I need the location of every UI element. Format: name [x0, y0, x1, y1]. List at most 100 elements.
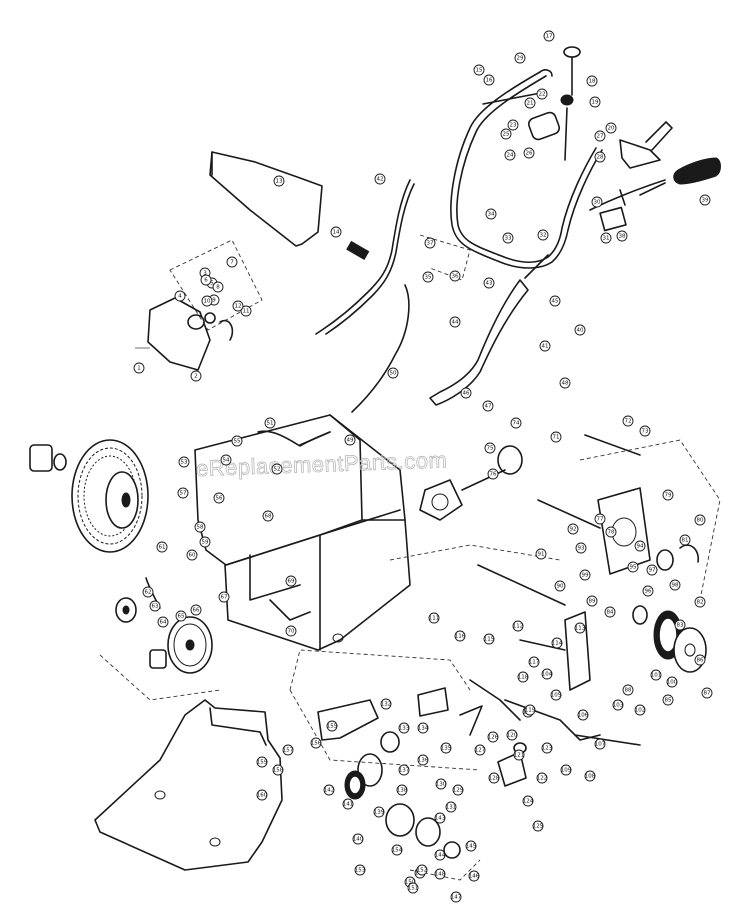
- callout-bubble: [584, 770, 596, 782]
- callout-bubble: [694, 514, 706, 526]
- callout-38: 38: [616, 230, 628, 242]
- callout-bubble: [232, 300, 244, 312]
- callout-85: 85: [662, 694, 674, 706]
- callout-number: 3: [203, 270, 207, 276]
- callout-number: 27: [597, 133, 604, 139]
- callout-118: 118: [517, 671, 529, 683]
- callout-15: 15: [473, 64, 485, 76]
- callout-bubble: [449, 270, 461, 282]
- callout-bubble: [650, 669, 662, 681]
- callout-121: 121: [513, 749, 525, 761]
- callout-bubble: [574, 622, 586, 634]
- callout-number: 148: [435, 871, 446, 877]
- callout-number: 137: [399, 767, 410, 773]
- callout-112: 112: [512, 620, 524, 632]
- callout-77: 77: [594, 513, 606, 525]
- callout-bubble: [537, 229, 549, 241]
- callout-71: 71: [550, 431, 562, 443]
- callout-number: 124: [523, 798, 534, 804]
- callout-133: 133: [398, 722, 410, 734]
- callout-bubble: [272, 764, 284, 776]
- callout-75: 75: [484, 442, 496, 454]
- callout-bubble: [474, 744, 486, 756]
- callout-number: 121: [514, 752, 525, 758]
- callout-number: 34: [488, 211, 495, 217]
- callout-bubble: [594, 130, 606, 142]
- callout-number: 147: [451, 894, 462, 900]
- callout-bubble: [156, 541, 168, 553]
- callout-96: 96: [642, 585, 654, 597]
- callout-bubble: [273, 175, 285, 187]
- callout-14: 14: [330, 226, 342, 238]
- callout-number: 130: [436, 781, 447, 787]
- callout-number: 26: [526, 150, 533, 156]
- callout-number: 126: [488, 734, 499, 740]
- callout-number: 86: [697, 657, 704, 663]
- callout-95: 95: [627, 561, 639, 573]
- callout-bubble: [594, 151, 606, 163]
- callout-number: 106: [578, 712, 589, 718]
- callout-45: 45: [549, 295, 561, 307]
- callout-number: 21: [527, 100, 534, 106]
- callout-6: 6: [200, 274, 212, 286]
- callout-number: 22: [539, 91, 546, 97]
- callout-number: 41: [542, 343, 549, 349]
- callout-120: 120: [506, 729, 518, 741]
- callout-bubble: [642, 585, 654, 597]
- callout-21: 21: [524, 97, 536, 109]
- callout-90: 90: [554, 580, 566, 592]
- callouts: 1234567891011121314151617181920212223242…: [133, 30, 713, 903]
- callout-68: 68: [262, 510, 274, 522]
- callout-57: 57: [177, 487, 189, 499]
- callout-7: 7: [226, 256, 238, 268]
- callout-number: 118: [518, 674, 529, 680]
- callout-bubble: [449, 316, 461, 328]
- callout-bubble: [550, 431, 562, 443]
- callout-bubble: [605, 122, 617, 134]
- callout-bubble: [177, 487, 189, 499]
- callout-number: 16: [486, 77, 493, 83]
- callout-number: 135: [441, 745, 452, 751]
- callout-bubble: [190, 370, 202, 382]
- callout-bubble: [586, 595, 598, 607]
- callout-number: 2: [194, 373, 198, 379]
- callout-number: 141: [343, 801, 354, 807]
- callout-bubble: [485, 208, 497, 220]
- callout-number: 153: [355, 867, 366, 873]
- callout-number: 74: [513, 420, 520, 426]
- callout-bubble: [694, 596, 706, 608]
- callout-bubble: [634, 540, 646, 552]
- callout-60: 60: [186, 549, 198, 561]
- callout-49: 49: [344, 434, 356, 446]
- callout-13: 13: [273, 175, 285, 187]
- callout-28: 28: [594, 151, 606, 163]
- callout-number: 47: [485, 403, 492, 409]
- callout-bubble: [532, 820, 544, 832]
- callout-number: 84: [607, 609, 614, 615]
- callout-number: 139: [374, 809, 385, 815]
- callout-number: 88: [625, 687, 632, 693]
- callout-64: 64: [157, 616, 169, 628]
- callout-148: 148: [434, 868, 446, 880]
- callout-bubble: [522, 795, 534, 807]
- callout-bubble: [579, 569, 591, 581]
- callout-number: 99: [582, 572, 589, 578]
- callout-bubble: [407, 882, 419, 894]
- callout-bubble: [133, 362, 145, 374]
- callout-bubble: [473, 64, 485, 76]
- callout-127: 127: [474, 744, 486, 756]
- callout-number: 60: [189, 552, 196, 558]
- callout-99: 99: [579, 569, 591, 581]
- callout-bubble: [504, 149, 516, 161]
- callout-number: 75: [487, 445, 494, 451]
- callout-number: 80: [697, 517, 704, 523]
- callout-bubble: [398, 764, 410, 776]
- callout-31: 31: [600, 232, 612, 244]
- callout-48: 48: [559, 377, 571, 389]
- callout-bubble: [666, 676, 678, 688]
- callout-bubble: [536, 88, 548, 100]
- callout-number: 14: [333, 229, 340, 235]
- callout-number: 52: [274, 466, 281, 472]
- callout-number: 145: [466, 843, 477, 849]
- callout-4: 4: [174, 290, 186, 302]
